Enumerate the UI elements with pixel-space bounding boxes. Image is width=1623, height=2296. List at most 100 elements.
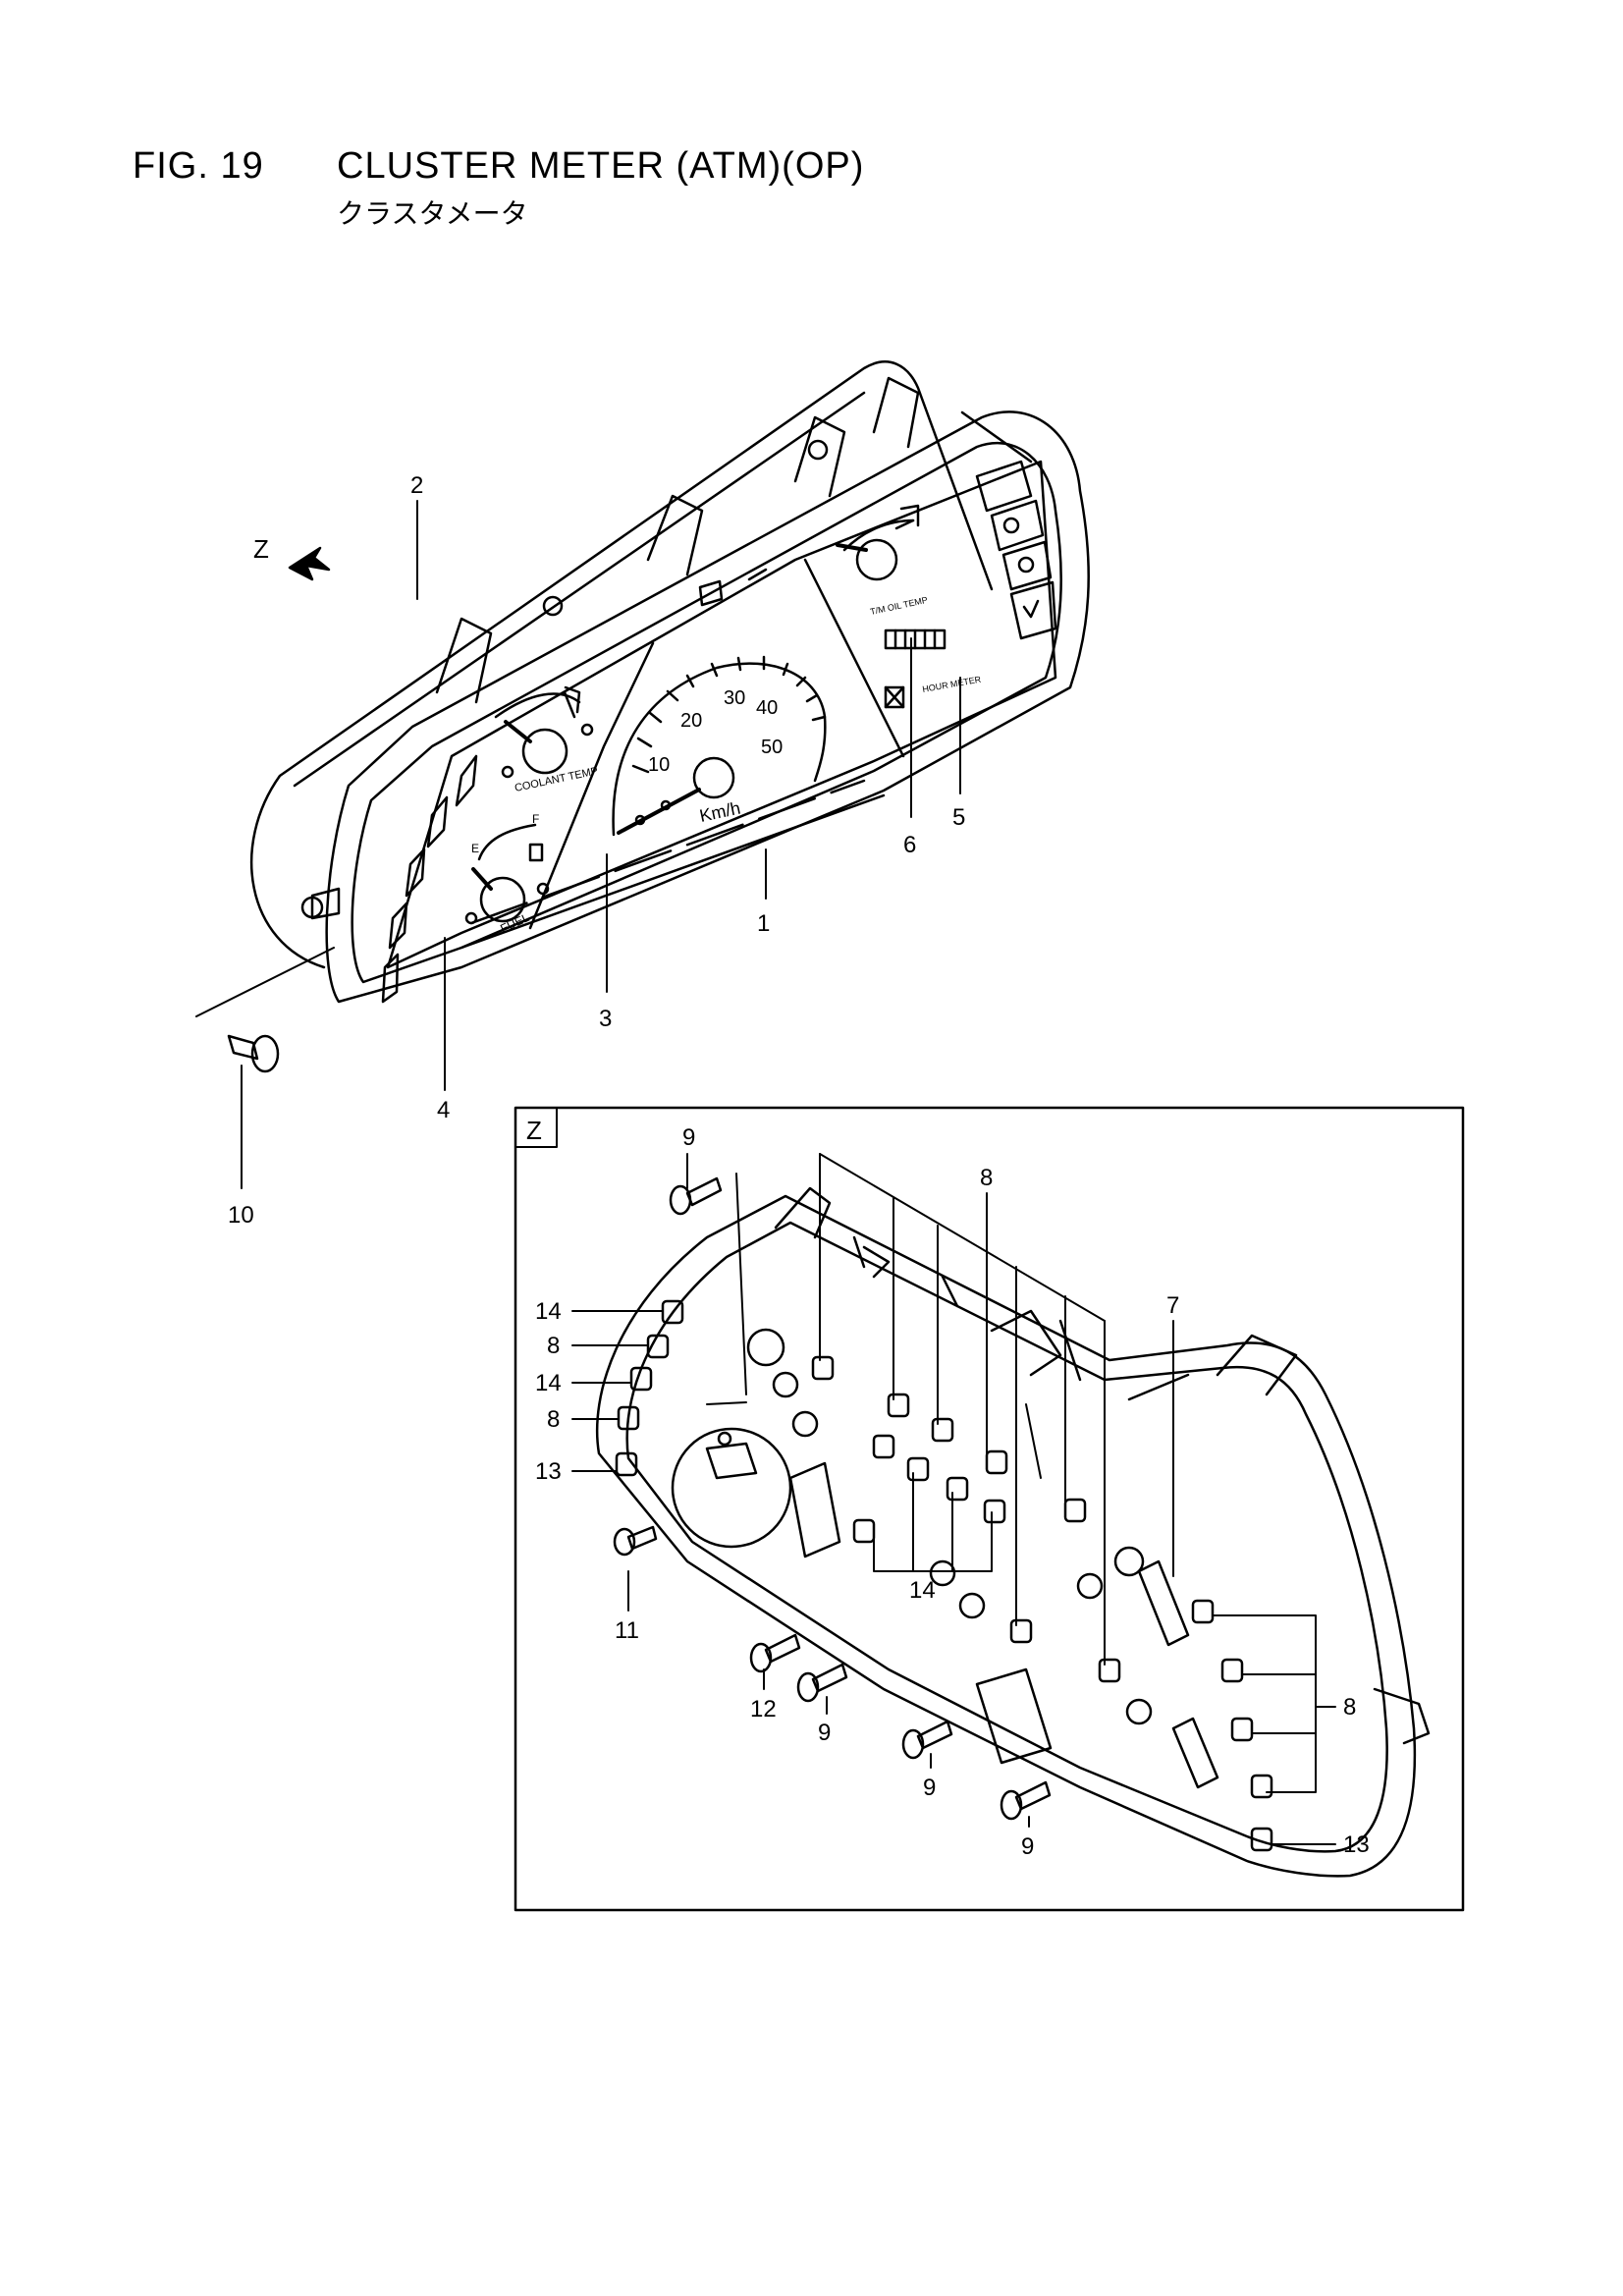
callout-d-8b: 8 [547,1406,560,1433]
callout-d-14b: 14 [535,1370,562,1396]
callout-d-9c: 9 [923,1775,936,1801]
oil-temp-gauge [836,504,920,581]
speed-tick-40: 40 [756,697,778,719]
connector-block-2 [975,1667,1053,1765]
screw-11-shank [626,1525,658,1551]
back-bracket-3 [1216,1334,1298,1396]
socket-d1 [1063,1498,1087,1523]
callout-d-7: 7 [1166,1292,1179,1319]
callout-d-8-right: 8 [1343,1694,1356,1721]
speedometer [612,655,827,837]
screw-10 [195,947,335,1073]
hour-meter-label: HOUR METER [922,675,983,694]
lamp-symbol-2 [1002,517,1020,534]
screw-11-head [613,1527,636,1557]
socket-b2 [887,1393,910,1418]
coolant-gauge [494,685,594,779]
leader-8-top-bar [819,1153,1106,1322]
socket-a3 [629,1366,653,1392]
screw-10-leader-guide [195,947,335,1017]
speed-tick-20: 20 [680,710,702,732]
socket-e3 [1098,1658,1121,1683]
hour-meter-indicator [884,685,905,709]
view-labels: Z Z [253,534,542,1145]
detail-callout-numbers: 9 8 14 8 14 8 13 7 14 11 12 9 9 9 8 13 [535,1124,1370,1860]
callout-d-14-bottom: 14 [909,1577,936,1604]
callout-d-9d: 9 [1021,1833,1034,1860]
socket-f3 [1230,1717,1254,1742]
grommets [746,1328,1153,1725]
callout-d-12: 12 [750,1696,777,1722]
callout-d-14a: 14 [535,1298,562,1325]
fuel-scale-arc [477,823,537,861]
rear-case-outline [250,360,994,969]
callout-1: 1 [757,910,770,937]
boss-2 [807,439,829,461]
coolant-flag [563,685,581,719]
speedometer-needle [617,788,701,835]
socket-c3 [946,1476,969,1502]
oil-needle [836,543,868,552]
socket-f5 [1250,1827,1273,1852]
callout-d-9a: 9 [682,1124,695,1151]
detail-z-letter: Z [526,1116,542,1145]
grommet-2 [772,1371,799,1398]
bracket-4 [872,376,920,449]
lamp-symbol-3 [1017,556,1035,574]
speedometer-pip-1 [660,799,672,811]
figure-title: CLUSTER METER (ATM)(OP) [337,145,865,187]
speed-tick-50: 50 [761,737,783,758]
bracket-1 [435,617,493,704]
coolant-needle [504,720,532,743]
front-bezel-inner [351,441,1062,984]
oil-temp-icon [894,504,920,530]
screw-12-shank [764,1633,801,1664]
circuit-part-7 [1137,1559,1190,1647]
screw-9c-shank [916,1720,953,1750]
leader-grommet-link [706,1401,747,1405]
speedometer-ticks [631,655,827,774]
fuel-screw-1 [464,911,478,925]
speedometer-arc [612,662,827,837]
callout-d-9b: 9 [818,1720,831,1746]
cluster-back-inner [625,1221,1388,1853]
socket-c4 [983,1499,1006,1524]
screw-9a-head [669,1184,692,1216]
rib-1 [852,1235,891,1279]
leader-8-inner [1025,1403,1042,1479]
meter-module-round [671,1427,792,1549]
socket-c2 [906,1456,930,1482]
front-panel [386,460,1057,969]
callout-6: 6 [903,832,916,858]
socket-a5 [615,1451,638,1477]
lamp-window-3 [1001,540,1053,591]
panel-top-line [960,410,1033,464]
callout-d-13b: 13 [1343,1831,1370,1858]
callout-d-13a: 13 [535,1458,562,1485]
fuel-full-label: F [532,812,539,826]
socket-b1 [811,1355,835,1381]
oil-hub [855,538,898,581]
detail-frame [514,1106,1465,1912]
screw-9b-shank [811,1663,848,1693]
meter-module-pin [717,1431,732,1447]
hour-meter-digits [893,629,937,650]
screw-9d-shank [1014,1780,1052,1811]
bracket-2 [646,494,704,576]
hour-meter-indicator-cross [884,685,905,709]
meter-module-connector [705,1442,758,1480]
side-mount-stud [310,887,341,920]
socket-e2 [1009,1618,1033,1644]
top-indicator-2 [747,568,768,581]
callout-d-11: 11 [615,1617,639,1644]
oil-scale-arc [842,519,915,552]
lamp-symbol-4 [1022,599,1040,619]
coolant-screw-2 [580,723,594,737]
connector-block-1 [788,1461,841,1558]
fuel-needle [471,867,493,891]
speedometer-hub [692,756,735,799]
speed-tick-30: 30 [724,687,745,709]
main-callout-numbers: 1 2 3 4 5 6 10 [228,472,965,1229]
socket-b4 [985,1449,1008,1475]
